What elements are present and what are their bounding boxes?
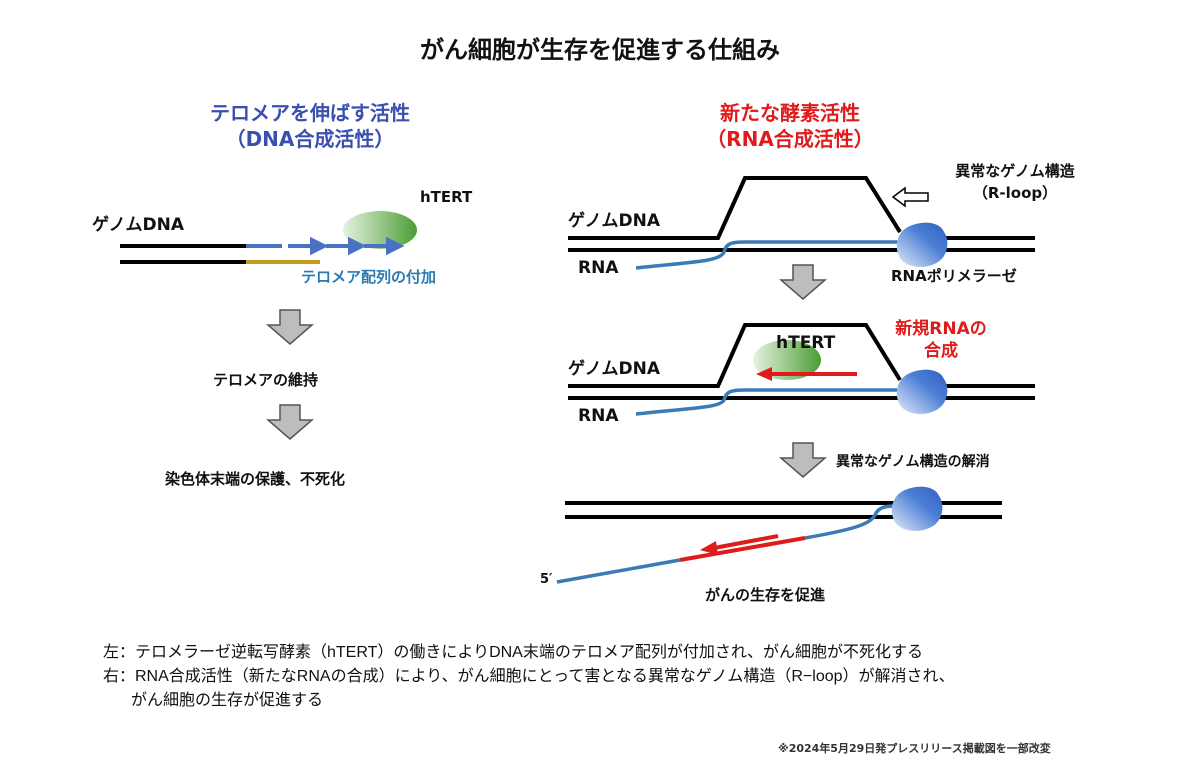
down-arrow-left-2 bbox=[265, 404, 315, 440]
rloop-label-line1: 異常なゲノム構造 bbox=[955, 162, 1075, 180]
new-rna-arrow-3 bbox=[700, 534, 779, 555]
rna-polymerase-3 bbox=[891, 486, 943, 531]
polymerase-label: RNAポリメラーゼ bbox=[891, 267, 1017, 285]
telomere-extension-arrows bbox=[246, 236, 405, 256]
down-arrow-right-1 bbox=[778, 264, 828, 300]
caption-right-line2: がん細胞の生存が促進する bbox=[131, 692, 324, 709]
rloop-label-line2: （R-loop） bbox=[972, 184, 1058, 202]
right-rna-label-1: RNA bbox=[578, 258, 619, 278]
rloop-label: 異常なゲノム構造 （R-loop） bbox=[930, 160, 1100, 204]
new-rna-segment bbox=[679, 536, 806, 562]
r-loop-pointer-arrow bbox=[891, 186, 929, 208]
left-heading-line1: テロメアを伸ばす活性 bbox=[210, 101, 410, 125]
left-htert-label: hTERT bbox=[420, 188, 473, 206]
rna-strand-3-tail bbox=[556, 558, 681, 584]
new-rna-label: 新規RNAの 合成 bbox=[886, 318, 996, 362]
rna-strand-2 bbox=[635, 388, 900, 416]
rna-strand-3-head bbox=[804, 504, 896, 540]
left-genome-label: ゲノムDNA bbox=[92, 215, 184, 235]
down-arrow-left-1 bbox=[265, 309, 315, 345]
down-arrow-right-2 bbox=[778, 442, 828, 478]
left-genome-dna bbox=[120, 244, 320, 264]
new-rna-arrow bbox=[756, 367, 857, 381]
caption-left: 左：テロメラーゼ逆転写酵素（hTERT）の働きによりDNA末端のテロメア配列が付… bbox=[103, 644, 924, 661]
new-rna-label-line1: 新規RNAの bbox=[895, 319, 987, 339]
rna-polymerase-1 bbox=[896, 222, 948, 267]
five-prime-label: 5′ bbox=[540, 572, 553, 587]
right-rna-label-2: RNA bbox=[578, 406, 619, 426]
left-step1-label: テロメアの維持 bbox=[213, 371, 319, 389]
footnote: ※2024年5月29日発プレスリリース掲載図を一部改変 bbox=[778, 742, 1051, 755]
rna-polymerase-2 bbox=[896, 369, 948, 414]
r-loop-dna-1 bbox=[568, 176, 1035, 252]
r-loop-dna-2 bbox=[568, 323, 1035, 400]
right-heading-line2: （RNA合成活性） bbox=[706, 127, 874, 151]
left-heading: テロメアを伸ばす活性 （DNA合成活性） bbox=[120, 100, 500, 152]
rna-strand-1 bbox=[635, 240, 900, 270]
right-heading-line1: 新たな酵素活性 bbox=[720, 101, 860, 125]
result-label: がんの生存を促進 bbox=[705, 586, 826, 604]
resolve-label: 異常なゲノム構造の解消 bbox=[836, 454, 990, 470]
htert-enzyme-left bbox=[343, 211, 417, 249]
left-heading-line2: （DNA合成活性） bbox=[225, 127, 395, 151]
left-step2-label: 染色体末端の保護、不死化 bbox=[165, 470, 346, 488]
new-rna-label-line2: 合成 bbox=[924, 341, 958, 361]
telomere-add-label: テロメア配列の付加 bbox=[301, 268, 437, 286]
right-genome-label-2: ゲノムDNA bbox=[568, 359, 660, 379]
right-heading: 新たな酵素活性 （RNA合成活性） bbox=[680, 100, 900, 152]
right-htert-label: hTERT bbox=[776, 333, 836, 353]
right-genome-label-1: ゲノムDNA bbox=[568, 211, 660, 231]
caption-right-line1: 右：RNA合成活性（新たなRNAの合成）により、がん細胞にとって害となる異常なゲ… bbox=[103, 668, 955, 685]
page-title: がん細胞が生存を促進する仕組み bbox=[420, 36, 780, 64]
